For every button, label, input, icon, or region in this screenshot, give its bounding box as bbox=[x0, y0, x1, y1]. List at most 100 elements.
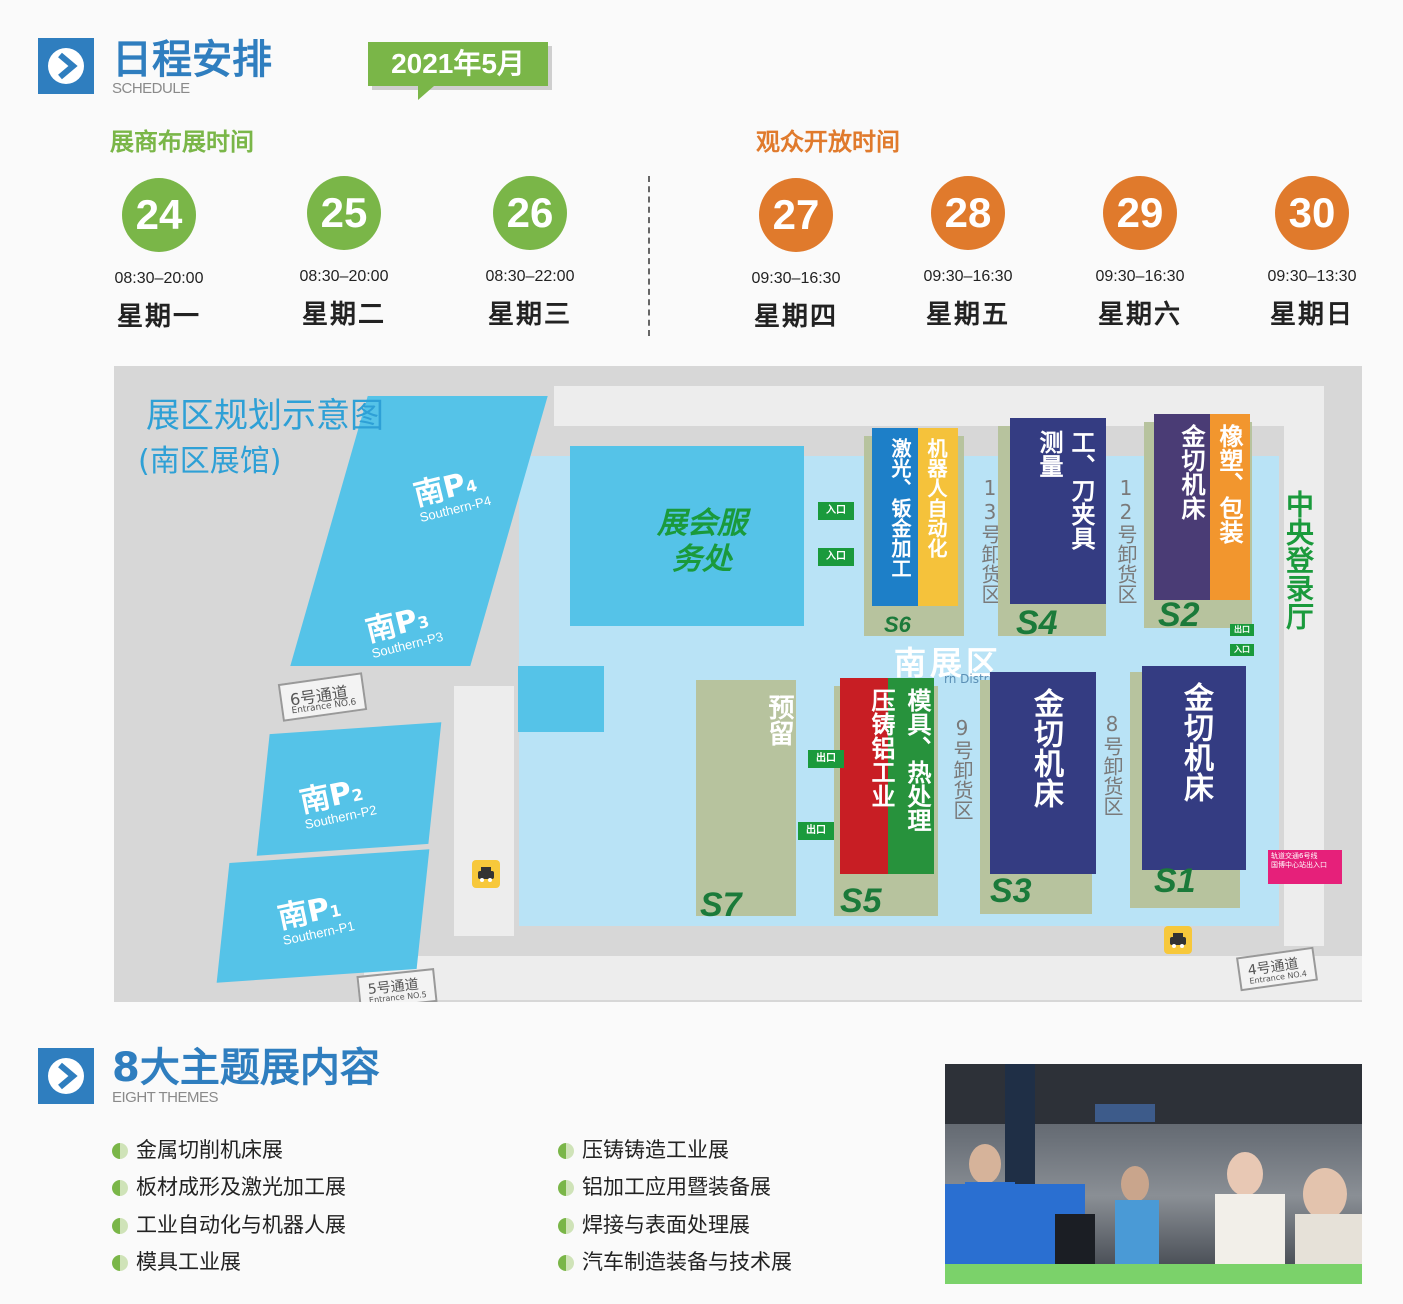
day-hours: 09:30–16:30 bbox=[1095, 268, 1185, 285]
small-building bbox=[518, 666, 604, 732]
theme-item: 工业自动化与机器人展 bbox=[112, 1209, 346, 1239]
hall-s7-code: S7 bbox=[700, 886, 742, 924]
hall-s6-right-label: 机器人自动化 bbox=[924, 438, 948, 558]
hall-s4-code: S4 bbox=[1016, 604, 1058, 642]
day-hours: 09:30–13:30 bbox=[1267, 268, 1357, 285]
day-hours: 09:30–16:30 bbox=[923, 268, 1013, 285]
day-circle: 26 bbox=[493, 176, 567, 250]
exhibition-map: 南P4 Southern-P4 南P3 Southern-P3 南P2 Sout… bbox=[114, 366, 1362, 1002]
hall-s3-code: S3 bbox=[990, 872, 1032, 910]
service-label: 展会服务处 bbox=[657, 506, 747, 577]
district-label: 南展区 bbox=[894, 644, 1003, 682]
metro-sign: 轨道交通6号线 国博中心站出入口 bbox=[1268, 850, 1342, 884]
day-24: 24 08:30–20:00 星期一 bbox=[74, 178, 244, 333]
hall-s6-code: S6 bbox=[884, 612, 911, 637]
bullet-icon bbox=[558, 1143, 574, 1159]
bullet-icon bbox=[112, 1255, 128, 1271]
hall-s6-left-label: 激光、钣金加工 bbox=[888, 438, 912, 578]
schedule-divider bbox=[648, 176, 650, 336]
event-photo bbox=[945, 1064, 1362, 1284]
central-hall-label: 中央登录厅 bbox=[1282, 490, 1315, 630]
day-26: 26 08:30–22:00 星期三 bbox=[445, 176, 615, 331]
hall-s5-left-label: 压铸铝工业 bbox=[867, 688, 895, 808]
day-weekday: 星期六 bbox=[1097, 300, 1182, 330]
exit-arrow: 出口 bbox=[798, 822, 834, 840]
dock-8: 8号卸货区 bbox=[1100, 712, 1124, 816]
bullet-icon bbox=[112, 1218, 128, 1234]
hall-s2-code: S2 bbox=[1158, 596, 1200, 634]
day-28: 28 09:30–16:30 星期五 bbox=[883, 176, 1053, 331]
schedule-subtitle: SCHEDULE bbox=[112, 80, 190, 97]
entrance-arrow: 入口 bbox=[1230, 644, 1254, 656]
month-badge: 2021年5月 bbox=[368, 42, 548, 86]
dock-9: 9号卸货区 bbox=[950, 716, 974, 820]
bullet-icon bbox=[112, 1180, 128, 1196]
hall-s4-left-label: 测量 bbox=[1035, 430, 1063, 478]
day-weekday: 星期一 bbox=[116, 302, 201, 332]
month-badge-tail bbox=[418, 86, 434, 100]
day-weekday: 星期二 bbox=[301, 300, 386, 330]
hall-s4-body bbox=[1010, 418, 1106, 604]
service-building bbox=[570, 446, 804, 626]
theme-item: 板材成形及激光加工展 bbox=[112, 1171, 346, 1201]
map-road-bottom bbox=[364, 956, 1362, 1000]
entrance-arrow: 入口 bbox=[818, 502, 854, 520]
hall-s5-left bbox=[840, 678, 888, 874]
hall-s2-right-label: 橡塑、包装 bbox=[1215, 424, 1243, 544]
day-circle: 30 bbox=[1275, 176, 1349, 250]
day-29: 29 09:30–16:30 星期六 bbox=[1055, 176, 1225, 331]
schedule-title: 日程安排 bbox=[112, 37, 272, 83]
day-circle: 24 bbox=[122, 178, 196, 252]
exit-arrow: 出口 bbox=[808, 750, 844, 768]
day-circle: 28 bbox=[931, 176, 1005, 250]
exhibitor-label: 展商布展时间 bbox=[110, 128, 254, 156]
hall-s4-right-label: 工、刀夹具 bbox=[1067, 430, 1095, 550]
day-27: 27 09:30–16:30 星期四 bbox=[711, 178, 881, 333]
hall-s5-code: S5 bbox=[840, 882, 882, 920]
theme-item: 金属切削机床展 bbox=[112, 1134, 283, 1164]
themes-title: 8大主题展内容 bbox=[112, 1045, 380, 1091]
day-weekday: 星期三 bbox=[487, 300, 572, 330]
hall-s2-left-label: 金切机床 bbox=[1177, 424, 1205, 520]
bullet-icon bbox=[112, 1143, 128, 1159]
section-arrow-icon bbox=[38, 1048, 94, 1104]
bullet-icon bbox=[558, 1180, 574, 1196]
hall-s6-right bbox=[918, 428, 958, 606]
channel-6-sign: 6号通道 Entrance NO.6 bbox=[277, 672, 368, 722]
hall-s7-label: 预留 bbox=[764, 694, 794, 746]
theme-item: 压铸铸造工业展 bbox=[558, 1134, 729, 1164]
hall-s1-body bbox=[1142, 666, 1246, 870]
day-hours: 08:30–22:00 bbox=[485, 268, 575, 285]
hall-s5-right-label: 模具、热处理 bbox=[903, 688, 931, 832]
day-25: 25 08:30–20:00 星期二 bbox=[259, 176, 429, 331]
hall-s5-right bbox=[888, 678, 934, 874]
hall-s1-label: 金切机床 bbox=[1178, 682, 1213, 802]
day-hours: 09:30–16:30 bbox=[751, 270, 841, 287]
map-road-mid bbox=[454, 686, 514, 936]
hall-s7-body bbox=[696, 680, 796, 916]
bullet-icon bbox=[558, 1255, 574, 1271]
hall-s2-left bbox=[1154, 414, 1210, 600]
theme-item: 铝加工应用暨装备展 bbox=[558, 1171, 771, 1201]
bullet-icon bbox=[558, 1218, 574, 1234]
day-weekday: 星期日 bbox=[1269, 300, 1354, 330]
visitor-label: 观众开放时间 bbox=[756, 128, 900, 156]
day-hours: 08:30–20:00 bbox=[114, 270, 204, 287]
day-weekday: 星期四 bbox=[753, 302, 838, 332]
entrance-arrow: 入口 bbox=[818, 548, 854, 566]
hall-s2-right bbox=[1210, 414, 1250, 600]
themes-subtitle: EIGHT THEMES bbox=[112, 1089, 218, 1106]
day-weekday: 星期五 bbox=[925, 300, 1010, 330]
section-arrow-icon bbox=[38, 38, 94, 94]
hall-s3-label: 金切机床 bbox=[1028, 688, 1063, 808]
theme-item: 焊接与表面处理展 bbox=[558, 1209, 750, 1239]
day-circle: 27 bbox=[759, 178, 833, 252]
hall-s1-code: S1 bbox=[1154, 862, 1196, 900]
hall-s6-left bbox=[872, 428, 918, 606]
taxi-icon bbox=[472, 860, 500, 888]
taxi-icon bbox=[1164, 926, 1192, 954]
day-hours: 08:30–20:00 bbox=[299, 268, 389, 285]
map-title: 展区规划示意图 bbox=[146, 396, 384, 436]
day-circle: 29 bbox=[1103, 176, 1177, 250]
map-subtitle: (南区展馆) bbox=[138, 444, 282, 479]
